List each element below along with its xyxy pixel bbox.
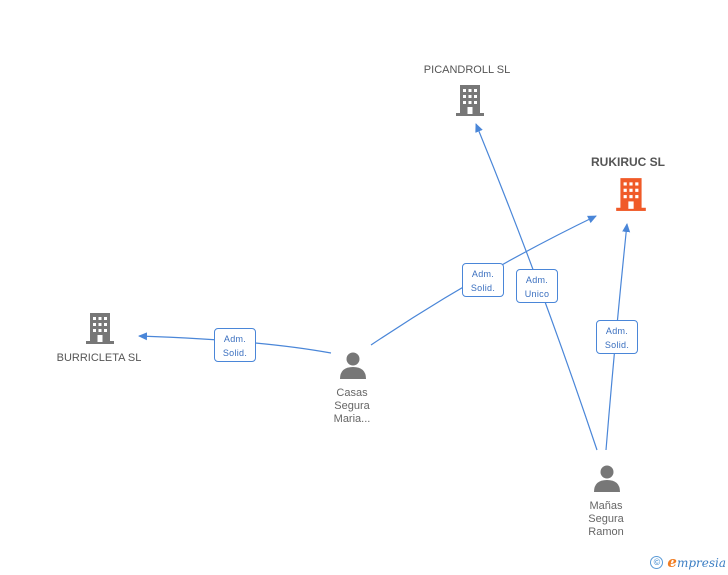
person-icon	[340, 352, 366, 379]
edge-label-line: Adm.	[525, 275, 549, 285]
edge-label-manas-rukiruc[interactable]: Adm. Solid.	[596, 320, 638, 354]
person-name-line: Mañas	[589, 500, 623, 512]
person-icon	[594, 465, 620, 492]
edge-label-line: Solid.	[222, 348, 248, 358]
edge-label-line: Solid.	[604, 340, 630, 350]
person-name-line: Segura	[588, 513, 624, 525]
copyright-icon: ©	[650, 555, 664, 569]
person-label-casas[interactable]: Casas Segura Maria...	[312, 387, 392, 426]
person-name-line: Ramon	[588, 526, 624, 538]
person-name-line: Casas	[336, 387, 368, 399]
building-icon	[456, 85, 484, 116]
brand-initial: e	[667, 553, 677, 571]
edge-label-line: Unico	[524, 289, 550, 299]
edge-label-line: Adm.	[605, 326, 629, 336]
edge-label-line: Adm.	[471, 269, 495, 279]
edge-label-casas-rukiruc[interactable]: Adm. Solid.	[462, 263, 504, 297]
edge-label-line: Solid.	[470, 283, 496, 293]
footer-branding: © empresia	[650, 553, 726, 571]
edge-label-casas-burricleta[interactable]: Adm. Solid.	[214, 328, 256, 362]
person-name-line: Maria...	[333, 413, 371, 425]
edge-label-manas-picandroll[interactable]: Adm. Unico	[516, 269, 558, 303]
company-label-picandroll[interactable]: PICANDROLL SL	[423, 64, 511, 76]
brand-logo[interactable]: empresia	[667, 553, 726, 571]
edge-label-line: Adm.	[223, 334, 247, 344]
company-label-burricleta[interactable]: BURRICLETA SL	[56, 352, 142, 364]
building-icon	[86, 313, 114, 344]
person-name-line: Segura	[334, 400, 370, 412]
person-label-manas[interactable]: Mañas Segura Ramon	[566, 500, 646, 539]
company-label-rukiruc[interactable]: RUKIRUC SL	[591, 155, 665, 169]
building-icon	[616, 178, 646, 211]
brand-rest: mpresia	[676, 556, 726, 570]
